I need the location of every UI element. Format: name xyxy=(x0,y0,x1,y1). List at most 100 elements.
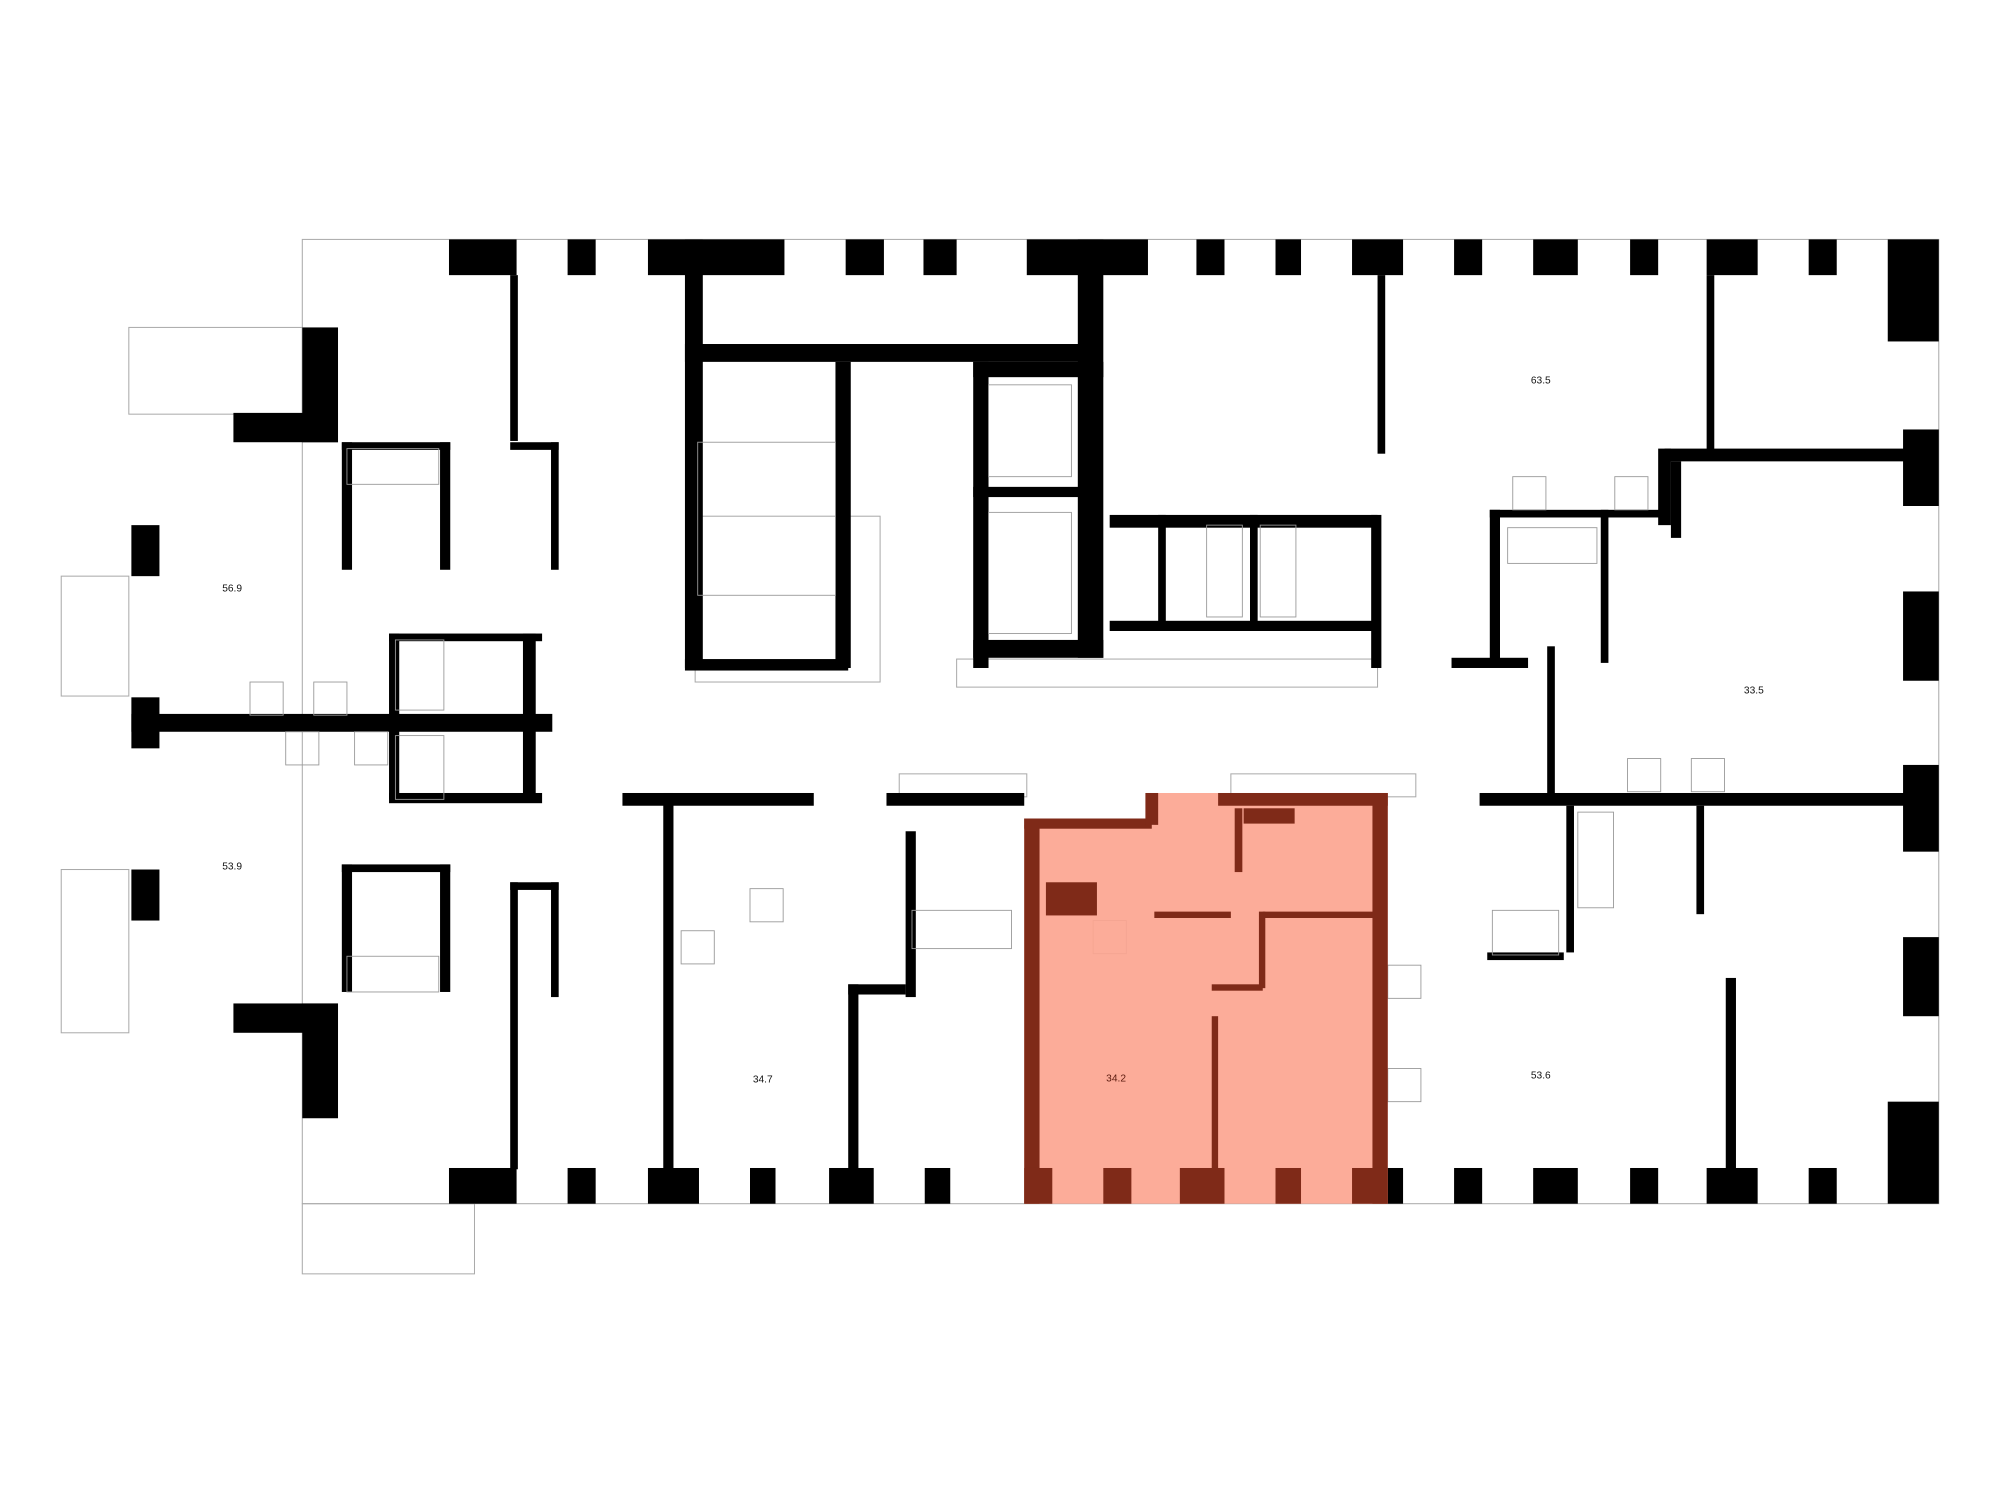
outline xyxy=(128,326,303,415)
outline xyxy=(60,575,130,697)
wall-selected xyxy=(1211,1016,1219,1170)
wall-selected xyxy=(1258,911,1266,989)
wall xyxy=(923,239,957,276)
wall-selected xyxy=(1024,818,1152,829)
wall xyxy=(1387,1167,1404,1204)
wall xyxy=(1670,461,1682,538)
outline-lines xyxy=(60,238,1940,1275)
outline xyxy=(956,658,1379,688)
fixture xyxy=(1387,1068,1422,1103)
unit-area-label-selected[interactable]: 34.2 xyxy=(1106,1073,1126,1084)
wall-selected xyxy=(1024,818,1040,1204)
fixture xyxy=(313,681,348,716)
fixture xyxy=(354,731,389,766)
wall xyxy=(440,864,451,992)
selected-unit-area[interactable] xyxy=(1024,792,1388,1204)
unit-area-label[interactable]: 53.9 xyxy=(222,862,242,873)
wall xyxy=(1077,239,1104,658)
unit-34-2-highlight[interactable] xyxy=(1024,792,1388,1204)
wall xyxy=(647,1167,699,1204)
wall xyxy=(1887,1101,1939,1204)
wall-selected xyxy=(1262,911,1378,918)
fixture xyxy=(1690,758,1725,793)
fixture xyxy=(1614,476,1649,511)
unit-area-label[interactable]: 63.5 xyxy=(1531,376,1551,387)
wall xyxy=(1489,509,1669,518)
fixture xyxy=(680,930,715,965)
wall xyxy=(1808,239,1837,276)
wall xyxy=(1887,239,1939,342)
wall xyxy=(1630,239,1659,276)
wall-selected xyxy=(1045,882,1097,916)
wall xyxy=(1109,620,1378,631)
wall xyxy=(1109,514,1378,528)
outline xyxy=(301,1203,475,1275)
fixture xyxy=(1259,524,1297,618)
wall xyxy=(1352,239,1404,276)
wall xyxy=(1371,514,1382,668)
wall xyxy=(1377,275,1386,454)
wall-selected xyxy=(1352,1167,1388,1204)
wall xyxy=(1706,1167,1758,1204)
wall xyxy=(510,882,559,890)
wall xyxy=(389,633,543,642)
wall xyxy=(622,792,814,806)
wall xyxy=(663,792,674,1170)
wall xyxy=(1566,805,1574,953)
wall xyxy=(389,792,543,804)
fixture xyxy=(1577,811,1614,909)
wall xyxy=(1903,937,1939,1017)
fixture xyxy=(1507,527,1598,564)
wall xyxy=(1454,1167,1483,1204)
wall xyxy=(1903,429,1939,506)
wall xyxy=(973,361,989,668)
unit-area-label[interactable]: 34.7 xyxy=(753,1075,773,1086)
outline xyxy=(60,869,130,1034)
unit-area-label[interactable]: 33.5 xyxy=(1744,685,1764,696)
wall xyxy=(845,239,884,276)
fixture xyxy=(697,441,836,596)
unit-area-label[interactable]: 56.9 xyxy=(222,583,242,594)
wall xyxy=(848,984,906,995)
wall xyxy=(567,239,596,276)
unit-area-label[interactable]: 53.6 xyxy=(1531,1071,1551,1082)
wall xyxy=(684,344,1087,362)
fixture xyxy=(988,384,1072,478)
wall xyxy=(341,442,353,570)
wall xyxy=(886,792,1025,806)
wall xyxy=(522,633,536,802)
fixture xyxy=(346,448,440,485)
wall xyxy=(341,864,451,873)
fixture xyxy=(988,511,1072,634)
wall xyxy=(131,525,160,577)
wall xyxy=(905,831,916,998)
wall xyxy=(567,1167,596,1204)
wall xyxy=(1479,792,1907,806)
wall xyxy=(924,1167,951,1204)
wall xyxy=(551,882,559,998)
wall xyxy=(973,361,1104,378)
wall-selected xyxy=(1103,1167,1132,1204)
fixture xyxy=(346,955,440,993)
wall xyxy=(973,639,1104,658)
wall xyxy=(1658,448,1671,526)
wall-selected xyxy=(1145,792,1159,825)
wall xyxy=(1903,764,1939,852)
wall xyxy=(684,659,849,671)
wall-selected xyxy=(1275,1167,1302,1204)
wall xyxy=(1725,977,1736,1170)
wall xyxy=(1454,239,1483,276)
fixture xyxy=(1387,964,1422,999)
wall xyxy=(131,713,553,732)
wall xyxy=(973,486,1089,498)
fixture xyxy=(1491,909,1560,956)
wall xyxy=(829,1167,874,1204)
wall xyxy=(1275,239,1302,276)
wall xyxy=(1903,591,1939,681)
wall xyxy=(1451,657,1529,668)
fixture xyxy=(394,639,445,711)
wall xyxy=(835,361,851,668)
wall-selected xyxy=(1243,808,1295,824)
wall xyxy=(510,275,518,441)
